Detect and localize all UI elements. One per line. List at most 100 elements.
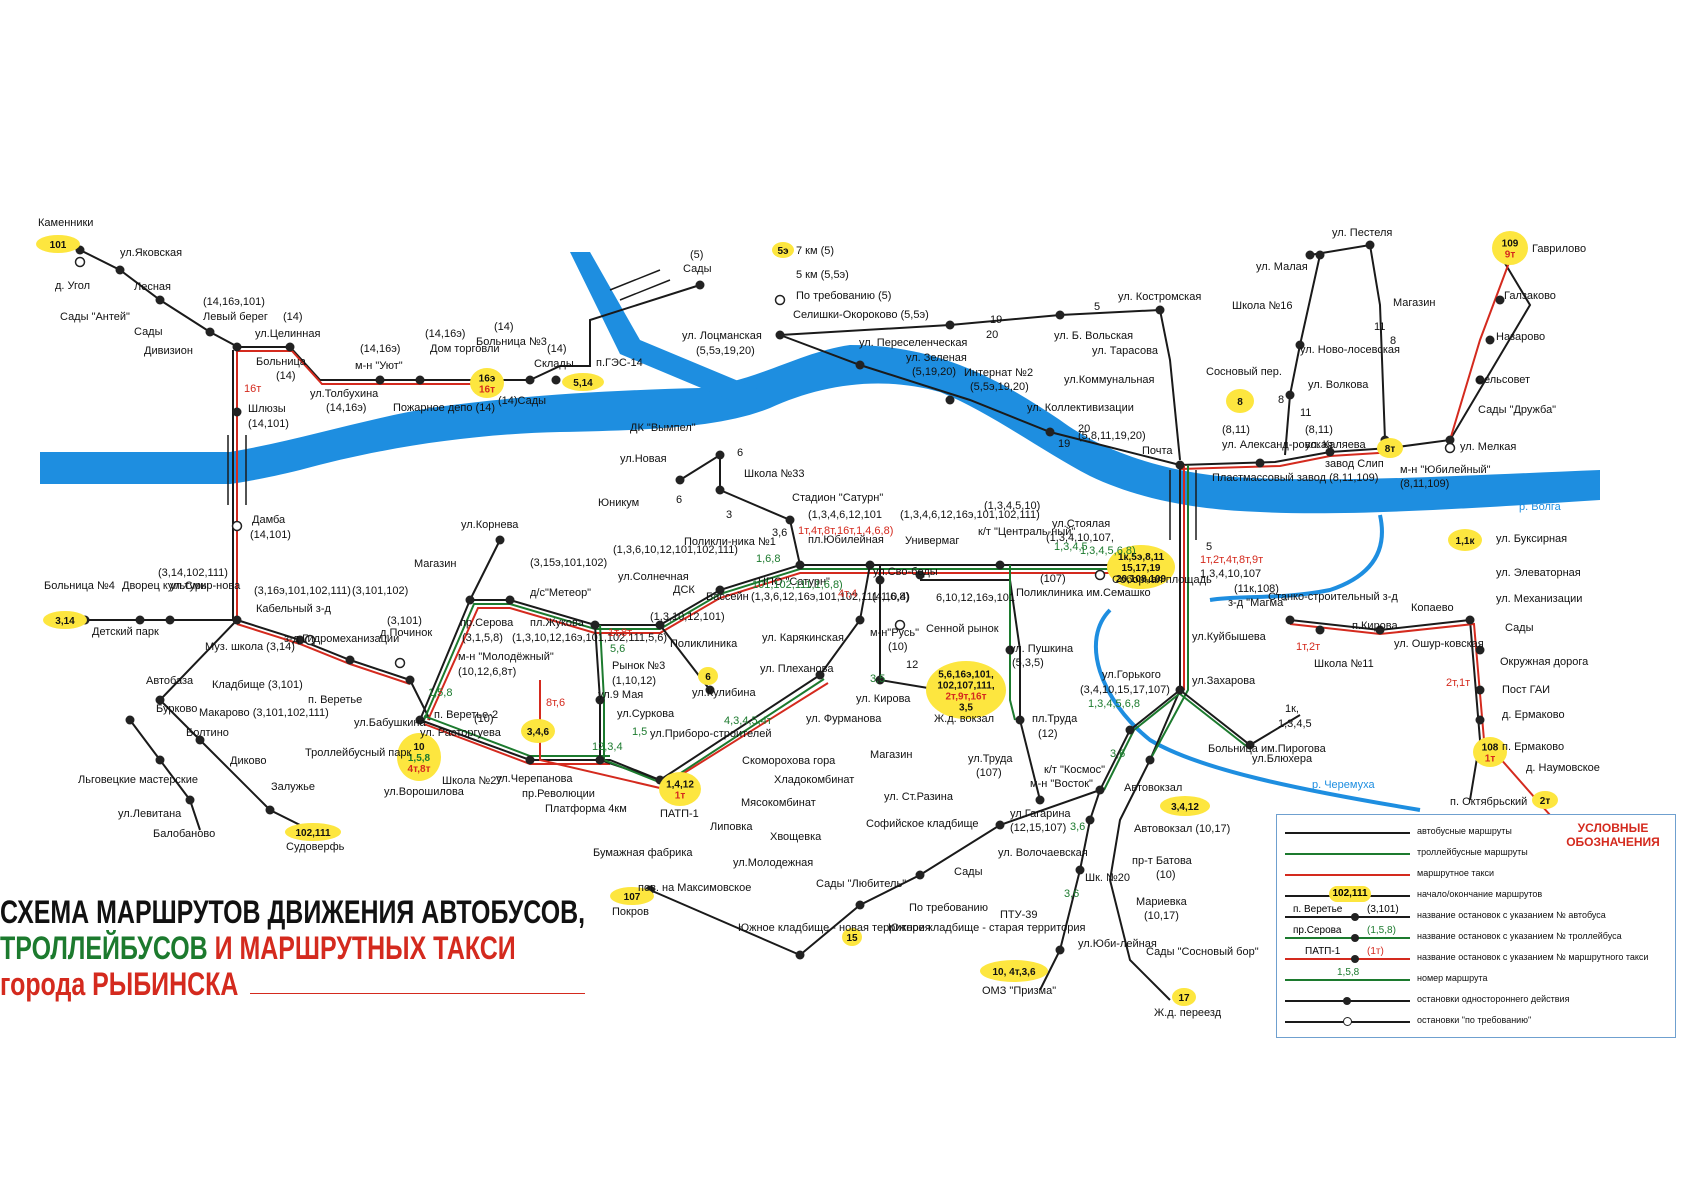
- map-title-line1: СХЕМА МАРШРУТОВ ДВИЖЕНИЯ АВТОБУСОВ,: [0, 894, 586, 930]
- stop-label: ул.Черепанова: [496, 773, 573, 785]
- route-number-label: 4т,4: [838, 588, 857, 600]
- stop-dot: [865, 560, 875, 570]
- stop-dot: [1045, 427, 1055, 437]
- legend-row-oneway: остановки одностороннего действия: [1277, 991, 1675, 1011]
- stop-dot: [1295, 340, 1305, 350]
- stop-label: (14,16э): [360, 343, 400, 355]
- stop-dot: [1015, 715, 1025, 725]
- stop-label: Школа №11: [1314, 658, 1374, 670]
- stop-label: ул. Зеленая: [906, 352, 967, 364]
- stop-dot: [1055, 945, 1065, 955]
- stop-dot: [495, 535, 505, 545]
- legend-text: троллейбусные маршруты: [1417, 847, 1528, 857]
- stop-label: д. Ермаково: [1502, 709, 1565, 721]
- stop-label: Больница: [256, 356, 307, 368]
- stop-label: Почта: [1142, 445, 1173, 457]
- stop-dot: [1475, 375, 1485, 385]
- stop-dot: [655, 620, 665, 630]
- stop-dot: [1475, 715, 1485, 725]
- kheksna-river: [570, 252, 760, 400]
- stop-dot: [875, 575, 885, 585]
- stop-label: м-н "Уют": [355, 360, 403, 372]
- request-stop-dot: [1444, 442, 1456, 454]
- stop-dot: [155, 755, 165, 765]
- stop-dot: [675, 475, 685, 485]
- stop-label: Сады: [683, 263, 712, 275]
- stop-dot: [595, 695, 605, 705]
- stop-label: Липовка: [710, 821, 753, 833]
- stop-label: ул. Ст.Разина: [884, 791, 954, 803]
- stop-label: ул. Каляева: [1305, 439, 1367, 451]
- stop-dot: [345, 655, 355, 665]
- stop-label: (1,3,6,12,16э,101,102,111,1,6,8): [751, 591, 909, 603]
- stop-label: (1,3,4,10,107,: [1046, 532, 1114, 544]
- route-terminal-badge: 107: [610, 887, 654, 905]
- stop-label: ул. Малая: [1256, 261, 1308, 273]
- route-number-label: 1к,: [1285, 703, 1299, 715]
- stop-label: ул. Буксирная: [1496, 533, 1567, 545]
- stop-label: ДК "Вымпел": [630, 422, 696, 434]
- stop-label: ул. Кирова: [856, 693, 911, 705]
- route-terminal-badge: 5э: [772, 242, 794, 258]
- stop-label: пл.Жукова: [530, 617, 585, 629]
- stop-label: Школа №16: [1232, 300, 1293, 312]
- stop-dot: [1365, 240, 1375, 250]
- stop-label: 5 км (5,5э): [796, 269, 849, 281]
- stop-label: (107): [1040, 573, 1066, 585]
- badge-label: 3,4,6: [527, 727, 550, 738]
- route-terminal-badge: 8: [1226, 389, 1254, 413]
- badge-label: 16э: [479, 374, 496, 385]
- stop-label: з-д "Магма": [1228, 597, 1287, 609]
- stop-dot: [945, 395, 955, 405]
- stop-label: ул. Ошур-ковская: [1394, 638, 1484, 650]
- bridges: [227, 269, 1197, 540]
- stop-label: Сады "Сосновый бор": [1146, 946, 1259, 958]
- badge-label: 1к,5э,8,11: [1118, 552, 1165, 563]
- stop-dot: [295, 635, 305, 645]
- stop-label: (107): [976, 767, 1002, 779]
- route-number-label: 1,3,4,5: [1054, 541, 1088, 553]
- badge-label: 1т: [675, 791, 686, 802]
- stop-label: (3,4,10,15,17,107): [1080, 684, 1170, 696]
- stop-label: Магазин: [414, 558, 456, 570]
- stop-label: Сады: [954, 866, 983, 878]
- route-number-label: 1,6,8: [756, 553, 780, 565]
- badge-label: 3,14: [55, 616, 75, 627]
- stop-label: (3,101,102): [352, 585, 408, 597]
- stop-label: Скоморохова гора: [742, 755, 836, 767]
- stop-label: Кладбище (3,101): [212, 679, 303, 691]
- route-number-label: 8: [1278, 394, 1284, 406]
- stop-label: ул.Ворошилова: [384, 786, 465, 798]
- route-number-label: 11: [1300, 407, 1311, 419]
- badge-label: 8т: [1385, 444, 1396, 455]
- stop-label: м-н "Юбилейный": [1400, 464, 1491, 476]
- stop-dot: [551, 375, 561, 385]
- badge-label: 4т,8т: [408, 764, 431, 775]
- legend-text: название остановок с указанием № троллей…: [1417, 931, 1622, 941]
- stop-label: ул. Пестеля: [1332, 227, 1392, 239]
- stop-dot: [915, 870, 925, 880]
- stop-label: п. Ермаково: [1502, 741, 1564, 753]
- stop-dot: [232, 615, 242, 625]
- stop-label: Балобаново: [153, 828, 215, 840]
- stop-label: Южное кладбище - старая территория: [888, 922, 1085, 934]
- stop-dot: [855, 360, 865, 370]
- stop-dot: [855, 615, 865, 625]
- stop-label: п.ГЭС-14: [596, 357, 643, 369]
- stop-label: (8,11,109): [1400, 478, 1449, 490]
- legend-text: остановки одностороннего действия: [1417, 994, 1570, 1004]
- legend-text: начало/окончание маршрутов: [1417, 889, 1543, 899]
- stop-label: (12,15,107): [1010, 822, 1066, 834]
- stop-label: ул.Юби-лейная: [1078, 938, 1157, 950]
- stop-label: Хладокомбинат: [774, 774, 854, 786]
- title-rule: [250, 993, 585, 994]
- stop-label: Сельсовет: [1476, 374, 1530, 386]
- stop-dot: [1475, 685, 1485, 695]
- stop-label: 7 км (5): [796, 245, 834, 257]
- stop-label: п. Октябрьский: [1450, 796, 1527, 808]
- route-number-label: 12,3,4: [592, 741, 623, 753]
- stop-dot: [155, 295, 165, 305]
- stop-label: (3,14,102,111): [158, 567, 228, 579]
